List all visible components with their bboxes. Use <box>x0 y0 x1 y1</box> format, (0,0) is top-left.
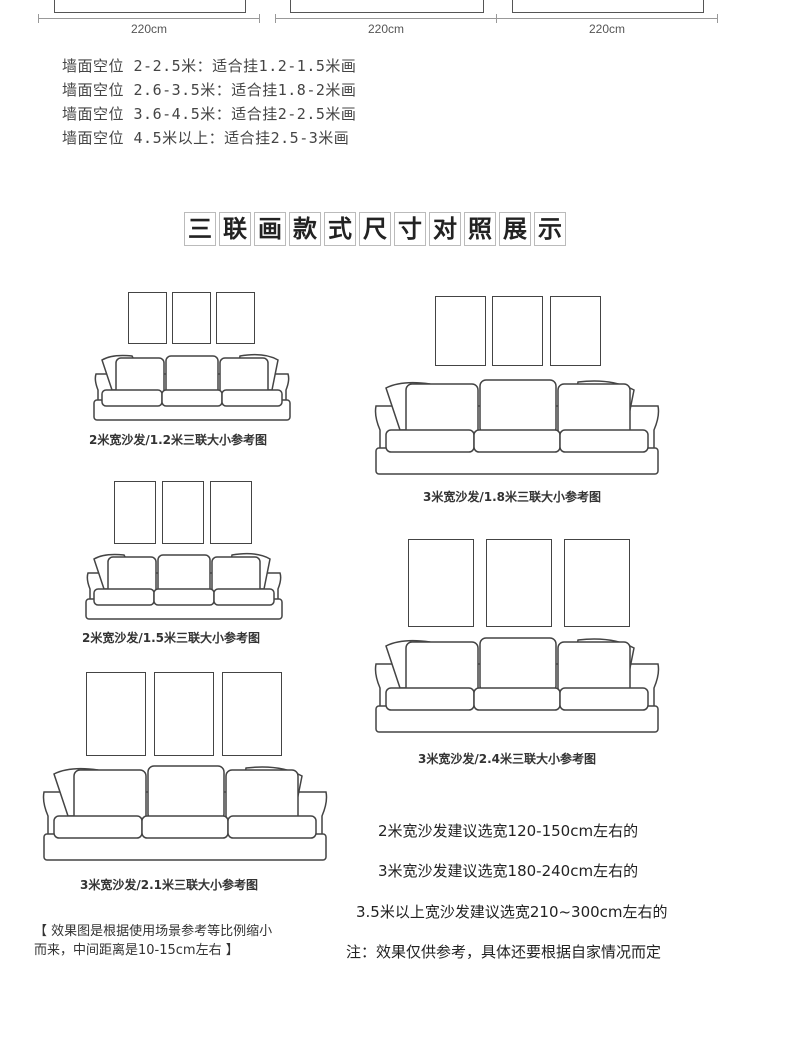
dimension-label: 220cm <box>588 22 626 36</box>
sofa-illustration-d <box>374 637 660 733</box>
caption-e: 3米宽沙发/2.1米三联大小参考图 <box>80 878 258 892</box>
title-char: 式 <box>324 212 356 246</box>
section-title: 三 联 画 款 式 尺 寸 对 照 展 示 <box>184 212 566 246</box>
art-panel-d2 <box>486 539 552 627</box>
art-panel-b2 <box>492 296 543 366</box>
art-panel-e3 <box>222 672 282 756</box>
art-panel-c2 <box>162 481 204 544</box>
disclaimer-note: 注：效果仅供参考，具体还要根据自家情况而定 <box>346 943 662 961</box>
art-panel-c1 <box>114 481 156 544</box>
sofa-illustration-b <box>374 379 660 475</box>
dimension-1: 220cm <box>38 14 260 36</box>
sofa-illustration-c <box>85 552 283 620</box>
dimension-label: 220cm <box>130 22 168 36</box>
title-char: 寸 <box>394 212 426 246</box>
frame-bottom-edge-2 <box>290 0 484 13</box>
art-panel-c3 <box>210 481 252 544</box>
scale-note-line-2: 而来，中间距离是10-15cm左右 】 <box>34 943 239 958</box>
frame-bottom-edge-1 <box>54 0 246 13</box>
wall-spec-3: 墙面空位 3.6-4.5米：适合挂2-2.5米画 <box>62 105 357 123</box>
title-char: 联 <box>219 212 251 246</box>
wall-spec-4: 墙面空位 4.5米以上：适合挂2.5-3米画 <box>62 129 350 147</box>
caption-b: 3米宽沙发/1.8米三联大小参考图 <box>423 490 601 504</box>
art-panel-d3 <box>564 539 630 627</box>
art-panel-d1 <box>408 539 474 627</box>
wall-spec-1: 墙面空位 2-2.5米：适合挂1.2-1.5米画 <box>62 57 357 75</box>
sofa-illustration-a <box>93 353 291 421</box>
frame-bottom-edge-3 <box>512 0 704 13</box>
art-panel-e2 <box>154 672 214 756</box>
caption-c: 2米宽沙发/1.5米三联大小参考图 <box>82 631 260 645</box>
recommendation-1: 2米宽沙发建议选宽120-150cm左右的 <box>378 822 639 840</box>
title-char: 照 <box>464 212 496 246</box>
dimension-3: 220cm <box>496 14 718 36</box>
title-char: 展 <box>499 212 531 246</box>
title-char: 款 <box>289 212 321 246</box>
art-panel-b3 <box>550 296 601 366</box>
art-panel-a1 <box>128 292 167 344</box>
title-char: 示 <box>534 212 566 246</box>
dimension-label: 220cm <box>367 22 405 36</box>
art-panel-a3 <box>216 292 255 344</box>
caption-a: 2米宽沙发/1.2米三联大小参考图 <box>89 433 267 447</box>
title-char: 画 <box>254 212 286 246</box>
caption-d: 3米宽沙发/2.4米三联大小参考图 <box>418 752 596 766</box>
wall-spec-2: 墙面空位 2.6-3.5米：适合挂1.8-2米画 <box>62 81 357 99</box>
title-char: 对 <box>429 212 461 246</box>
art-panel-a2 <box>172 292 211 344</box>
sofa-illustration-e <box>42 765 328 861</box>
title-char: 尺 <box>359 212 391 246</box>
recommendation-3: 3.5米以上宽沙发建议选宽210~300cm左右的 <box>356 903 668 921</box>
title-char: 三 <box>184 212 216 246</box>
scale-note-line-1: 【 效果图是根据使用场景参考等比例缩小 <box>34 924 273 939</box>
recommendation-2: 3米宽沙发建议选宽180-240cm左右的 <box>378 862 639 880</box>
art-panel-e1 <box>86 672 146 756</box>
art-panel-b1 <box>435 296 486 366</box>
dimension-2: 220cm <box>275 14 497 36</box>
